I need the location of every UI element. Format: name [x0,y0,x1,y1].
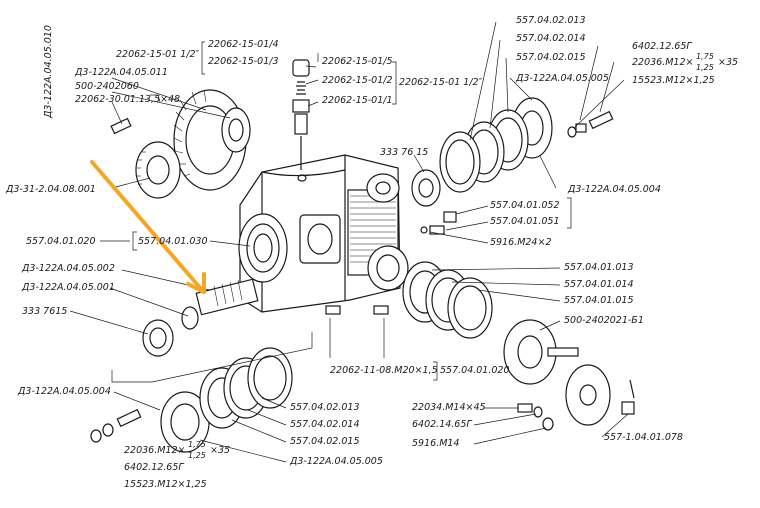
breather-assembly [292,59,310,170]
label-22062-15-01-half-right: 22062-15-01 1/2″ [399,77,483,88]
label-557-04-02-013-bottom: 557.04.02.013 [290,402,360,413]
label-22036-m12-top: 22036.М12× [632,57,694,68]
leader-lines [69,21,629,463]
label-d3-122a-04-05-005-bottom: Д3-122А.04.05.005 [290,456,383,467]
drain-plugs [325,305,389,315]
label-22062-15-01-half: 22062-15-01 1/2″ [116,49,200,60]
label-557-04-01-015: 557.04.01.015 [564,295,634,306]
lower-left-cover-group [90,347,293,453]
label-x35-top: ×35 [718,57,739,68]
bolt-upper-left [110,117,132,135]
label-5916-m24: 5916.М24×2 [490,237,552,248]
label-22062-11-08: 22062-11-08.М20×1,5 [330,365,438,376]
label-557-1-04-01-078: 557-1.04.01.078 [604,432,683,443]
label-22062-15-01-2: 22062-15-01/2 [322,75,393,86]
label-557-04-01-014: 557.04.01.014 [564,279,634,290]
label-557-04-02-015-top: 557.04.02.015 [516,52,586,63]
plugs-right [420,211,457,235]
label-557-04-02-015-bottom: 557.04.02.015 [290,436,360,447]
label-557-04-01-030: 557.04.01.030 [138,236,208,247]
label-557-04-02-014-bottom: 557.04.02.014 [290,419,360,430]
label-22062-30-01: 22062-30.01.13,5×48 [75,94,181,105]
label-333-7615-left: 333 7615 [22,306,68,317]
label-500-2402021-b1: 500-2402021-Б1 [564,315,644,326]
label-557-04-01-013: 557.04.01.013 [564,262,634,273]
assembly-path [111,94,313,383]
label-333-76-15-right: 333 76 15 [380,147,429,158]
label-22034-m14: 22034.М14×45 [412,402,486,413]
brackets [132,41,572,381]
spur-gear [135,141,181,199]
label-15523-bottom: 15523.М12×1,25 [124,479,207,490]
label-frac-bottom-den: 1,25 [188,451,206,460]
label-d3-122a-04-05-011: Д3-122А.04.05.011 [75,67,168,78]
label-frac-top-num: 1,75 [696,52,714,61]
label-d3-122a-04-05-004-right: Д3-122А.04.05.004 [568,184,661,195]
label-557-04-02-013-top: 557.04.02.013 [516,15,586,26]
label-d3-122a-04-05-002: Д3-122А.04.05.002 [22,263,115,274]
label-x35-bottom: ×35 [210,445,231,456]
label-d3-122a-04-05-010: Д3-122А.04.05.010 [43,25,54,118]
label-500-2402060: 500-2402060 [75,81,139,92]
label-557-04-01-020-bottom: 557.04.01.020 [440,365,510,376]
highlight-arrow [90,160,206,294]
label-6402-12-65g-bottom: 6402.12.65Г [124,462,184,473]
label-557-04-01-051: 557.04.01.051 [490,216,560,227]
label-d3-122a-04-05-005-top: Д3-122А.04.05.005 [516,73,609,84]
label-5916-m14: 5916.М14 [412,438,460,449]
label-22062-15-01-5: 22062-15-01/5 [322,56,393,67]
right-lower-flange-group [402,261,635,431]
label-557-04-01-052: 557.04.01.052 [490,200,560,211]
bevel-gear [173,89,251,191]
label-557-04-01-020: 557.04.01.020 [26,236,96,247]
label-frac-top-den: 1,25 [696,63,714,72]
label-22062-15-01-1: 22062-15-01/1 [322,95,393,106]
label-6402-12-65g-top: 6402.12.65Г [632,41,692,52]
input-shaft-group [142,278,259,357]
label-557-04-02-014-top: 557.04.02.014 [516,33,586,44]
label-d3-122a-04-05-001: Д3-122А.04.05.001 [22,282,115,293]
label-22062-15-01-4: 22062-15-01/4 [208,39,279,50]
gearbox-housing [238,154,409,313]
label-6402-14-65g: 6402.14.65Г [412,419,472,430]
label-frac-bottom-num: 1,75 [188,440,206,449]
label-22062-15-01-3: 22062-15-01/3 [208,56,279,67]
label-d3-31-2-04-08-001: Д3-31-2.04.08.001 [6,184,96,195]
label-22036-m12-bottom: 22036.М12× [124,445,186,456]
right-cover-group [411,97,614,207]
label-d3-122a-04-05-004-left: Д3-122А.04.05.004 [18,386,111,397]
label-15523-top: 15523.М12×1,25 [632,75,715,86]
